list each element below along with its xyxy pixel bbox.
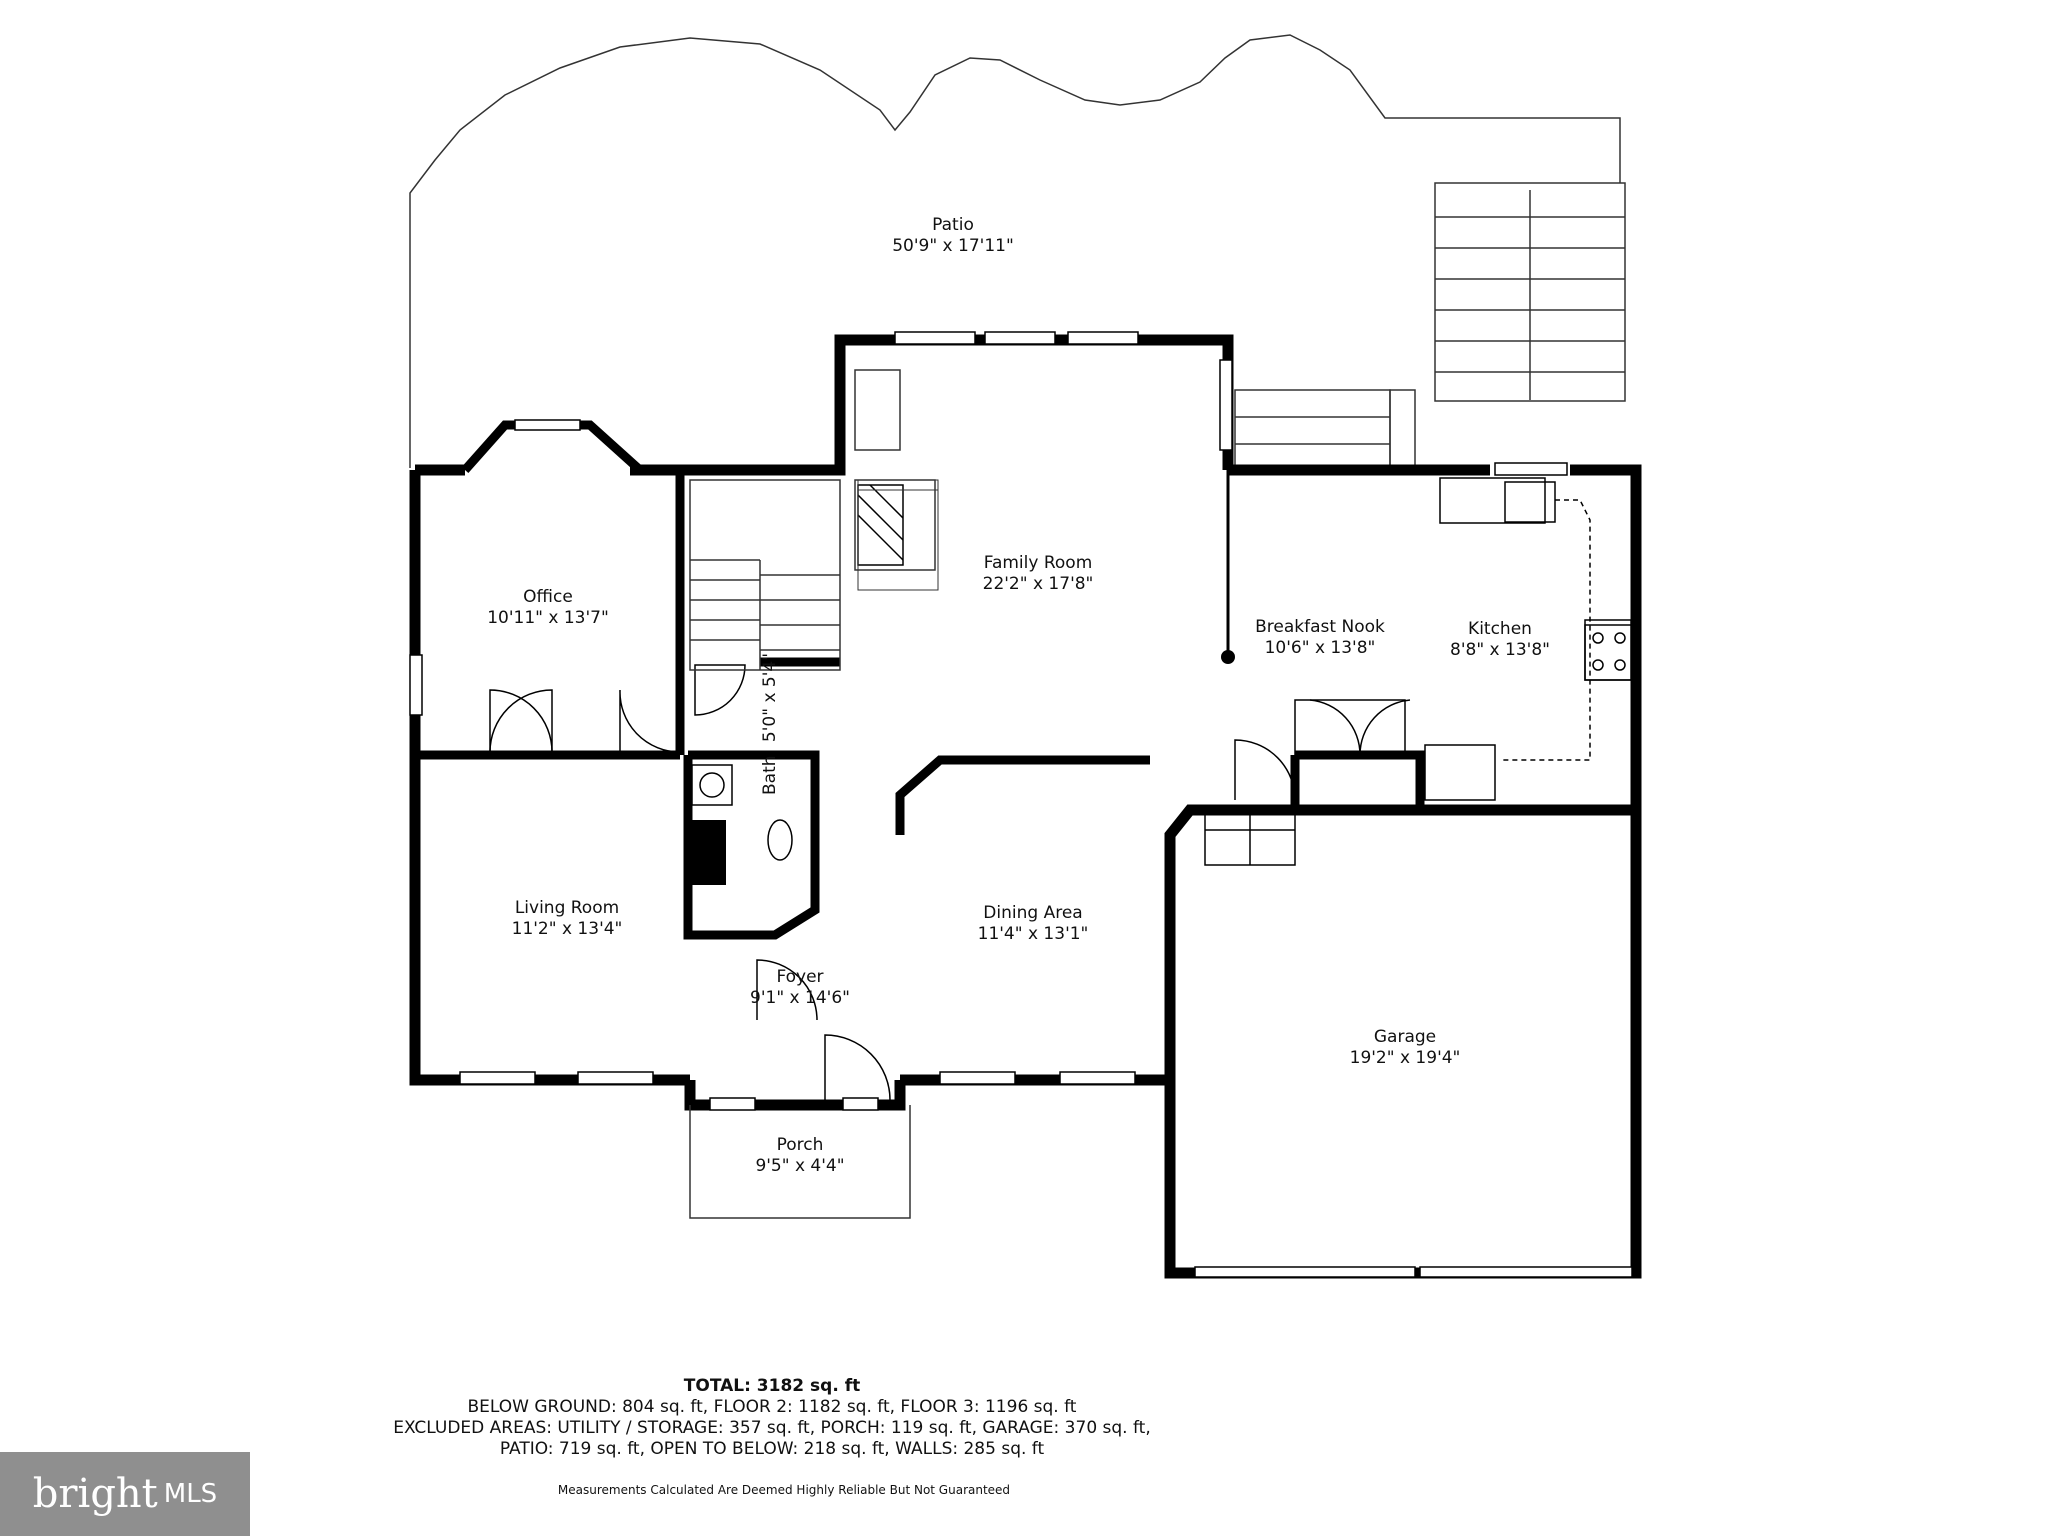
disclaimer: Measurements Calculated Are Deemed Highl… [557, 1483, 1011, 1497]
doors [489, 664, 1411, 1101]
room-name: Kitchen [1468, 619, 1532, 639]
bath-cabinet [688, 820, 726, 885]
room-name: Patio [932, 215, 974, 235]
garage-steps [1204, 809, 1296, 866]
room-dims: 50'9" x 17'11" [892, 236, 1014, 256]
windows [409, 331, 1633, 1278]
room-name: Living Room [514, 898, 620, 918]
room-dims: 22'2" x 17'8" [982, 574, 1094, 594]
area-total: TOTAL: 3182 sq. ft [683, 1376, 861, 1396]
room-label-kitchen: Kitchen 8'8" x 13'8" [1450, 619, 1550, 661]
room-dims: 10'6" x 13'8" [1264, 638, 1376, 658]
room-dims: 19'2" x 19'4" [1349, 1048, 1461, 1068]
room-dims: 9'1" x 14'6" [750, 988, 850, 1008]
logo-brand: bright [32, 1471, 158, 1517]
interior-stairs [689, 369, 936, 671]
room-label-office: Office 10'11" x 13'7" [487, 587, 609, 629]
room-name: Foyer [776, 967, 824, 987]
room-label-living-room: Living Room 11'2" x 13'4" [512, 898, 623, 940]
room-name: Garage [1373, 1027, 1437, 1047]
fireplace [857, 484, 904, 566]
room-name: Family Room [983, 553, 1093, 573]
porch-outline [689, 1105, 911, 1219]
room-label-garage: Garage 19'2" x 19'4" [1350, 1027, 1461, 1069]
room-label-breakfast-nook: Breakfast Nook 10'6" x 13'8" [1255, 617, 1385, 659]
room-name: Breakfast Nook [1255, 617, 1385, 637]
room-dims: 10'11" x 13'7" [487, 608, 609, 628]
area-line-1: BELOW GROUND: 804 sq. ft, FLOOR 2: 1182 … [467, 1397, 1077, 1417]
stove [1584, 624, 1634, 681]
room-label-family-room: Family Room 22'2" x 17'8" [983, 553, 1094, 595]
room-name: Bath [760, 755, 780, 795]
room-dims: 11'2" x 13'4" [511, 919, 623, 939]
room-dims: 8'8" x 13'8" [1450, 640, 1550, 660]
room-name: Office [523, 587, 573, 607]
interior-walls [415, 475, 1425, 940]
exterior-walls [409, 334, 1642, 1279]
deck-stairs [1234, 182, 1626, 472]
bright-mls-logo: bright MLS [0, 1452, 250, 1536]
room-dims: 9'5" x 4'4" [755, 1156, 845, 1176]
room-dims: 5'0" x 5'4" [760, 652, 780, 743]
room-label-dining-area: Dining Area 11'4" x 13'1" [978, 903, 1089, 945]
room-label-porch: Porch 9'5" x 4'4" [755, 1135, 844, 1177]
office-bay-window [461, 420, 644, 474]
area-line-2: EXCLUDED AREAS: UTILITY / STORAGE: 357 s… [393, 1418, 1151, 1438]
room-label-bath: Bath 5'0" x 5'4" [760, 645, 780, 795]
bath-fixtures [691, 764, 793, 861]
room-label-patio: Patio 50'9" x 17'11" [892, 215, 1014, 257]
logo-suffix: MLS [163, 1479, 218, 1509]
room-name: Porch [776, 1135, 824, 1155]
room-label-foyer: Foyer 9'1" x 14'6" [750, 967, 850, 1009]
room-dims: 11'4" x 13'1" [977, 924, 1089, 944]
room-name: Dining Area [983, 903, 1083, 923]
area-line-3: PATIO: 719 sq. ft, OPEN TO BELOW: 218 sq… [499, 1439, 1045, 1459]
patio-outline [409, 34, 1621, 468]
area-summary: TOTAL: 3182 sq. ft BELOW GROUND: 804 sq.… [0, 1376, 1544, 1460]
